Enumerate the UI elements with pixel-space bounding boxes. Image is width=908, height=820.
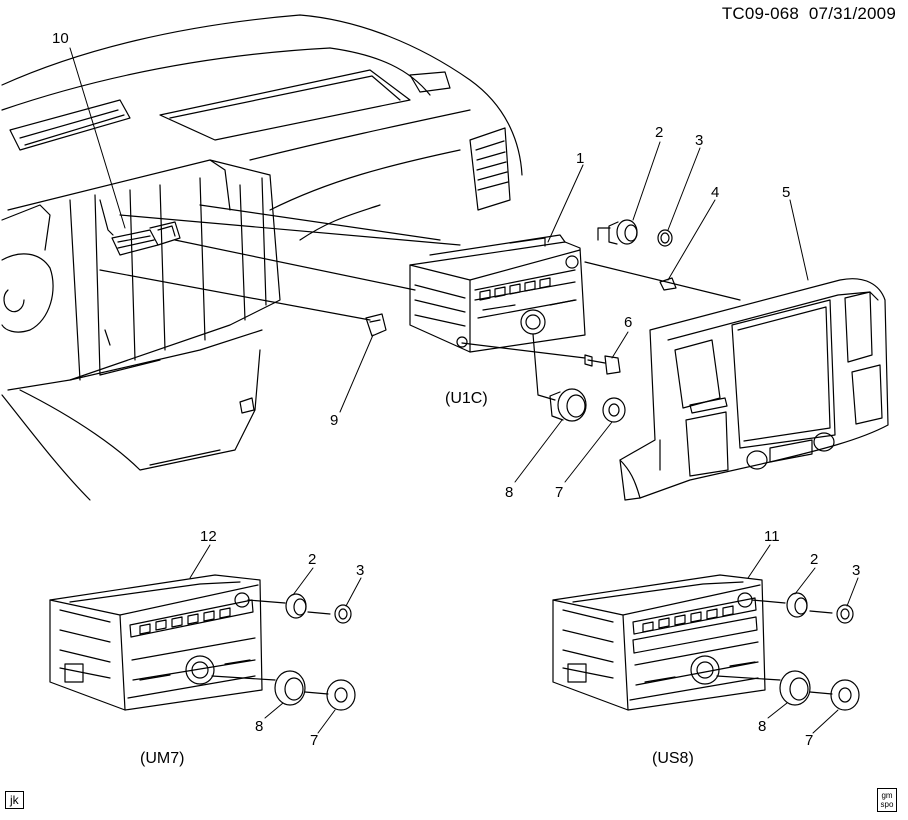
illustration-date: 07/31/2009 xyxy=(808,4,896,23)
callout-leaders xyxy=(70,48,858,733)
callout-8-us8: 8 xyxy=(758,718,767,735)
callout-7-us8: 7 xyxy=(805,732,814,749)
dashboard-outline xyxy=(2,15,522,500)
callout-9: 9 xyxy=(330,412,339,429)
knobs-us8 xyxy=(717,593,859,710)
callout-3-um7: 3 xyxy=(356,562,365,579)
instrument-panel-trim-bezel xyxy=(620,279,888,500)
radio-us8 xyxy=(553,575,765,710)
bolt xyxy=(462,343,620,374)
author-initials: jk xyxy=(5,791,24,809)
callout-7: 7 xyxy=(555,484,564,501)
variant-label-um7: (UM7) xyxy=(140,750,185,767)
callout-5: 5 xyxy=(782,184,791,201)
radio-um7 xyxy=(50,575,262,710)
knobs-um7 xyxy=(212,594,355,710)
callout-8-um7: 8 xyxy=(255,718,264,735)
logo-line-2: spo xyxy=(880,800,894,809)
callout-6: 6 xyxy=(624,314,633,331)
variant-label-u1c: (U1C) xyxy=(445,390,488,407)
callout-8: 8 xyxy=(505,484,514,501)
callout-10: 10 xyxy=(52,30,69,47)
callout-2-um7: 2 xyxy=(308,551,317,568)
callout-3: 3 xyxy=(695,132,704,149)
callout-3-us8: 3 xyxy=(852,562,861,579)
callout-11: 11 xyxy=(764,528,780,545)
illustration-header: TC09-068 07/31/2009 xyxy=(722,4,896,24)
logo-line-1: gm xyxy=(881,791,893,800)
callout-2: 2 xyxy=(655,124,664,141)
variant-label-us8: (US8) xyxy=(652,750,694,767)
clip xyxy=(366,314,386,336)
callout-1: 1 xyxy=(576,150,585,167)
callout-2-us8: 2 xyxy=(810,551,819,568)
callout-4: 4 xyxy=(711,184,720,201)
radio-u1c xyxy=(410,235,585,352)
knob-large-top xyxy=(533,334,625,422)
illustration-code: TC09-068 xyxy=(721,4,800,23)
callout-12: 12 xyxy=(200,528,217,545)
gm-spo-logo: gm spo xyxy=(877,788,897,812)
wiring-harness-connector xyxy=(112,222,180,255)
callout-7-um7: 7 xyxy=(310,732,319,749)
